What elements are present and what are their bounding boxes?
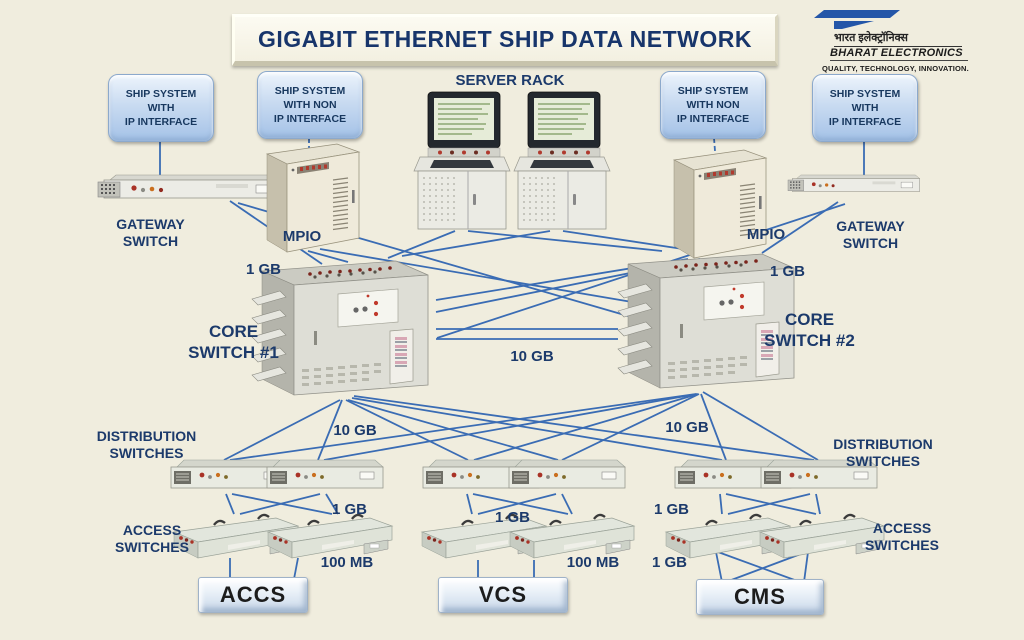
label-speed-cluster-left-1gb: 1 GB bbox=[331, 501, 367, 518]
distribution-switch-2 bbox=[266, 459, 384, 489]
node-ship-system-non-ip-left: SHIP SYSTEM WITH NON IP INTERFACE bbox=[257, 71, 363, 139]
label-speed-core1-1gb: 1 GB bbox=[245, 261, 281, 278]
node-ship-system-ip-left: SHIP SYSTEM WITH IP INTERFACE bbox=[108, 74, 214, 142]
label-mpio-right: MPIO bbox=[746, 226, 786, 243]
label-speed-cluster-mid-100mb: 100 MB bbox=[566, 554, 620, 571]
label-speed-cluster-right-lower-1gb: 1 GB bbox=[651, 554, 687, 571]
bel-logo-name: BHARAT ELECTRONICS bbox=[830, 47, 968, 61]
label-speed-interlink-10gb: 10 GB bbox=[510, 348, 554, 365]
gateway-switch-right-device bbox=[787, 174, 921, 192]
core-to-distribution-links bbox=[223, 391, 819, 461]
page-title-text: GIGABIT ETHERNET SHIP DATA NETWORK bbox=[257, 25, 753, 52]
label-distribution-switches-right: DISTRIBUTION SWITCHES bbox=[833, 436, 933, 470]
label-speed-cluster-mid-1gb: 1 GB bbox=[494, 509, 530, 526]
label-distribution-switches-left: DISTRIBUTION SWITCHES bbox=[96, 428, 197, 462]
label-core-switch-2: CORE SWITCH #2 bbox=[764, 310, 855, 350]
bel-logo-tagline: QUALITY, TECHNOLOGY, INNOVATION. bbox=[822, 64, 969, 73]
label-speed-core2-1gb: 1 GB bbox=[769, 263, 805, 280]
label-speed-cluster-right-upper-1gb: 1 GB bbox=[653, 501, 689, 518]
label-gateway-switch-right: GATEWAY SWITCH bbox=[836, 218, 905, 252]
label-access-switches-right: ACCESS SWITCHES bbox=[865, 520, 939, 554]
label-server-rack: SERVER RACK bbox=[455, 72, 565, 89]
label-mpio-left: MPIO bbox=[282, 228, 322, 245]
label-core-switch-1: CORE SWITCH #1 bbox=[188, 322, 279, 362]
bel-logo-icon bbox=[814, 10, 900, 29]
label-access-switches-left: ACCESS SWITCHES bbox=[115, 522, 189, 556]
banner-cms: CMS bbox=[696, 579, 824, 615]
bel-logo-hindi: भारत इलेक्ट्रॉनिक्स bbox=[834, 30, 962, 47]
label-gateway-switch-left: GATEWAY SWITCH bbox=[116, 216, 185, 250]
server-console-2 bbox=[513, 91, 611, 230]
bel-logo: भारत इलेक्ट्रॉनिक्स BHARAT ELECTRONICS Q… bbox=[806, 8, 1020, 73]
distribution-switch-4 bbox=[508, 459, 626, 489]
server-console-1 bbox=[413, 91, 511, 230]
banner-vcs: VCS bbox=[438, 577, 568, 613]
node-ship-system-non-ip-right: SHIP SYSTEM WITH NON IP INTERFACE bbox=[660, 71, 766, 139]
distribution-to-access-links bbox=[225, 493, 821, 515]
gateway-switch-left-device bbox=[97, 174, 283, 199]
banner-accs: ACCS bbox=[198, 577, 308, 613]
node-ship-system-ip-right: SHIP SYSTEM WITH IP INTERFACE bbox=[812, 74, 918, 142]
label-speed-cluster-left-100mb: 100 MB bbox=[320, 554, 374, 571]
label-speed-fan-left-10gb: 10 GB bbox=[333, 422, 377, 439]
access-to-system-links bbox=[229, 551, 809, 583]
core-interlink-10gb bbox=[436, 328, 618, 340]
label-speed-fan-right-10gb: 10 GB bbox=[665, 419, 709, 436]
page-title: GIGABIT ETHERNET SHIP DATA NETWORK bbox=[232, 14, 778, 66]
